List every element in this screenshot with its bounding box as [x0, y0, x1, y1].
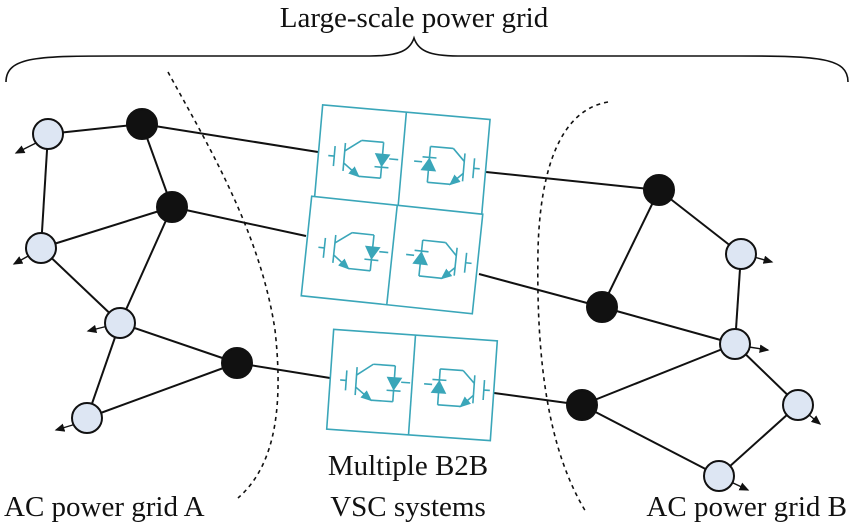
load-bus [719, 328, 751, 360]
load-bus [725, 238, 757, 270]
load-arrow [748, 344, 770, 353]
load-bus [25, 232, 57, 264]
generator-bus [566, 389, 598, 421]
grid-a-label: AC power grid A [4, 491, 205, 523]
converter-label-line1: Multiple B2B [328, 450, 488, 482]
load-arrow [730, 481, 750, 491]
bus-nodes [25, 108, 814, 492]
load-bus [782, 389, 814, 421]
grid-b-label: AC power grid B [646, 491, 847, 523]
generator-bus [221, 347, 253, 379]
generator-bus [586, 291, 618, 323]
b2b-vsc-converter-3 [325, 328, 499, 442]
diagram-title: Large-scale power grid [280, 2, 549, 34]
converter-label-line2: VSC systems [330, 491, 486, 523]
load-arrow [12, 254, 31, 265]
b2b-vsc-converter-2 [300, 195, 484, 315]
grid-a-lines [40, 123, 238, 419]
grid-brace [5, 35, 849, 83]
load-arrow [807, 413, 822, 425]
load-bus [71, 402, 103, 434]
load-arrow [753, 255, 774, 264]
load-bus [703, 460, 735, 492]
generator-bus [156, 191, 188, 223]
grid-b-boundary [536, 101, 609, 513]
generator-bus [643, 174, 675, 206]
grid-b-lines [581, 189, 799, 477]
grid-a-boundary [167, 71, 279, 499]
load-arrow [14, 141, 39, 154]
generator-bus [126, 108, 158, 140]
load-bus [104, 307, 136, 339]
load-bus [32, 118, 64, 150]
